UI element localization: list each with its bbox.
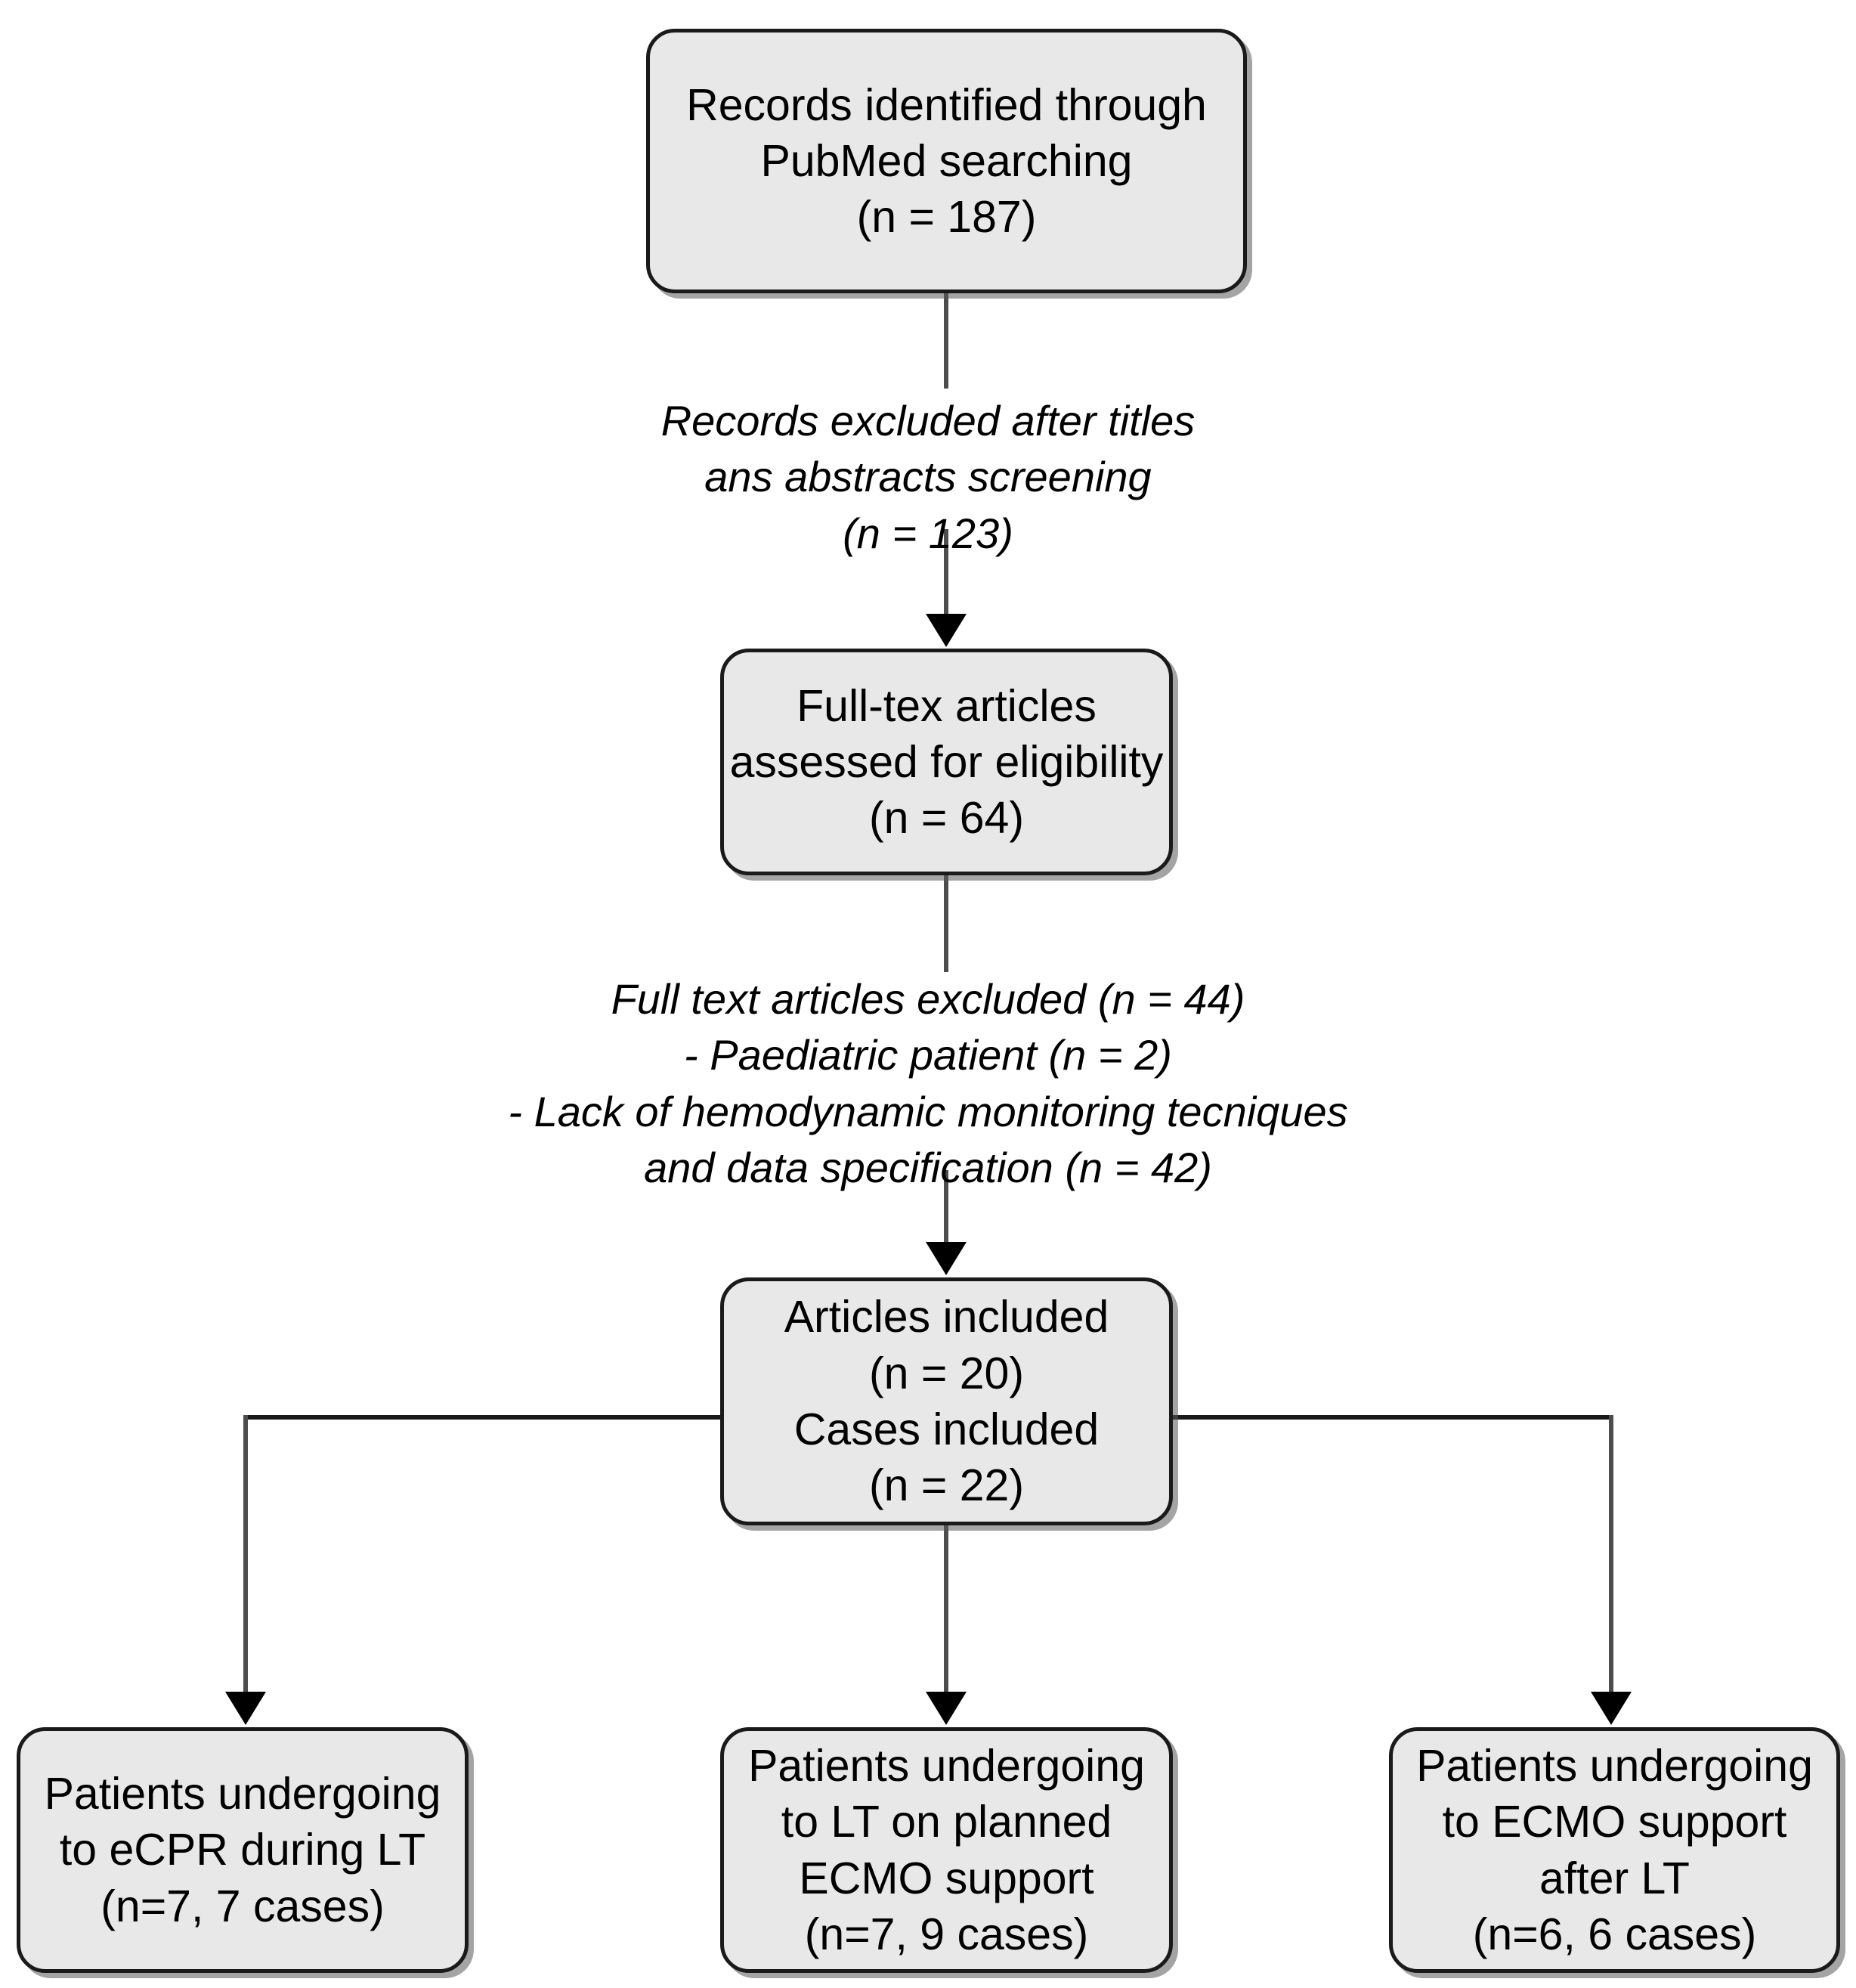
annotation-fulltext-articles-excluded: Full text articles excluded (n = 44) - P… <box>0 971 1856 1197</box>
node-line: (n = 64) <box>869 793 1024 844</box>
annotation-line: (n = 123) <box>843 509 1013 557</box>
node-line: (n=7, 7 cases) <box>101 1881 385 1931</box>
connector-fulltext-to-excluded <box>944 875 948 972</box>
connector-branch-left <box>243 1415 248 1695</box>
node-line: to ECMO support <box>1442 1797 1787 1847</box>
node-records-identified: Records identified through PubMed search… <box>646 29 1247 293</box>
node-patients-lt-planned-ecmo: Patients undergoing to LT on planned ECM… <box>720 1727 1173 1973</box>
node-line: Full-tex articles <box>797 680 1097 731</box>
annotation-line: Full text articles excluded (n = 44) <box>611 975 1245 1023</box>
node-line: (n = 22) <box>869 1460 1024 1511</box>
node-line: (n = 20) <box>869 1348 1024 1398</box>
node-line: assessed for eligibility <box>729 736 1164 787</box>
node-line: Patients undergoing <box>1416 1740 1813 1791</box>
node-line: (n = 187) <box>856 192 1037 243</box>
connector-branch-right <box>1609 1415 1613 1695</box>
node-patients-ecmo-after-lt: Patients undergoing to ECMO support afte… <box>1389 1727 1840 1973</box>
node-patients-ecpr-during-lt: Patients undergoing to eCPR during LT (n… <box>17 1727 469 1973</box>
node-line: to eCPR during LT <box>59 1825 426 1875</box>
node-line: after LT <box>1539 1853 1690 1903</box>
connector-screening-to-fulltext <box>944 529 948 618</box>
annotation-records-excluded-screening: Records excluded after titles ans abstra… <box>0 393 1856 562</box>
node-line: Records identified through <box>686 79 1207 130</box>
node-line: Patients undergoing <box>748 1740 1145 1791</box>
node-line: to LT on planned <box>781 1797 1112 1847</box>
arrow-down-icon <box>926 1242 967 1275</box>
node-line: Articles included <box>784 1292 1109 1342</box>
arrow-down-icon <box>926 1692 967 1725</box>
annotation-line: ans abstracts screening <box>704 453 1152 501</box>
connector-branch-middle <box>944 1525 948 1696</box>
node-line: Cases included <box>793 1404 1100 1454</box>
node-line: Patients undergoing <box>44 1769 441 1819</box>
arrow-down-icon <box>225 1692 266 1725</box>
node-line: (n=6, 6 cases) <box>1472 1909 1757 1959</box>
node-fulltext-articles-assessed: Full-tex articles assessed for eligibili… <box>720 649 1173 875</box>
annotation-line: - Paediatric patient (n = 2) <box>684 1031 1172 1079</box>
node-line: ECMO support <box>799 1853 1094 1903</box>
node-line: PubMed searching <box>760 135 1133 186</box>
connector-excluded-to-included <box>944 1170 948 1246</box>
connector-identified-to-screening <box>944 293 948 389</box>
annotation-line: Records excluded after titles <box>660 397 1196 444</box>
arrow-down-icon <box>926 614 967 647</box>
arrow-down-icon <box>1591 1692 1632 1725</box>
node-articles-cases-included: Articles included (n = 20) Cases include… <box>720 1277 1173 1525</box>
annotation-line: - Lack of hemodynamic monitoring tecniqu… <box>508 1087 1348 1135</box>
node-line: (n=7, 9 cases) <box>804 1909 1089 1959</box>
annotation-line: and data specification (n = 42) <box>644 1144 1212 1192</box>
